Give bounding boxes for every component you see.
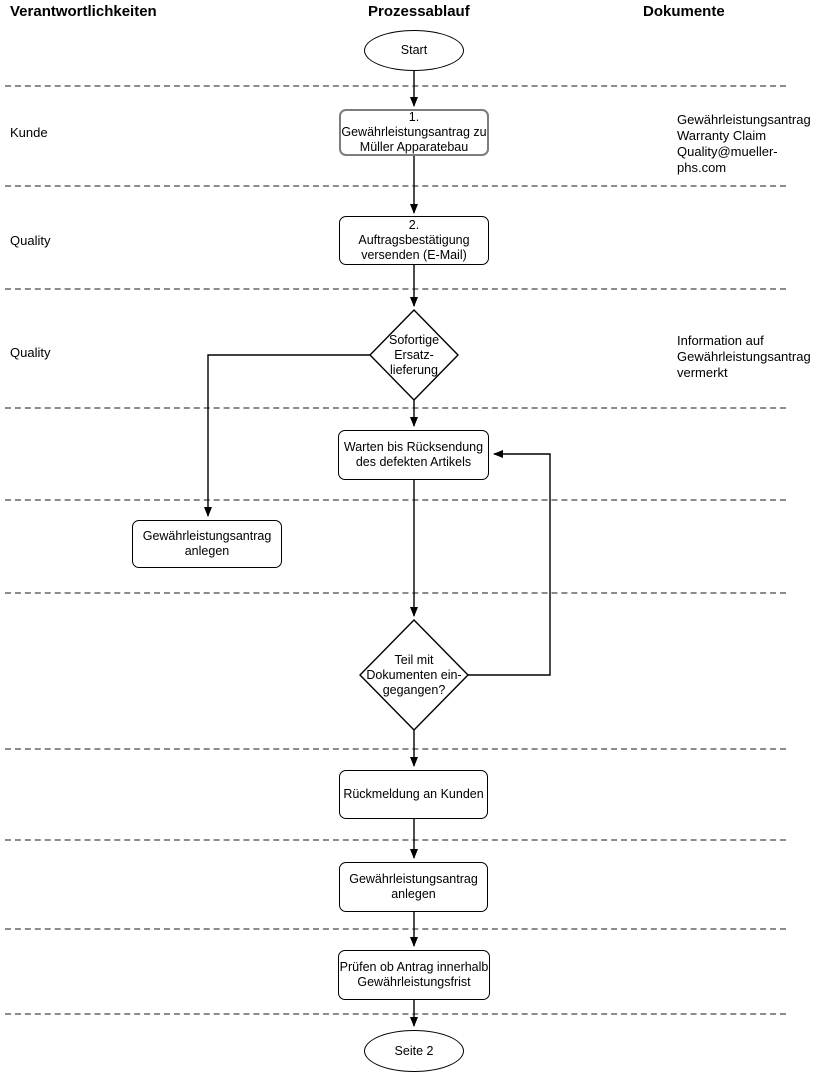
lane-separator <box>5 85 786 87</box>
process-check-period: Prüfen ob Antrag innerhalb Gewährleistun… <box>338 950 490 1000</box>
process-claim-create: Gewährleistungsantrag anlegen <box>339 862 488 912</box>
process-claim-branch: Gewährleistungsantrag anlegen <box>132 520 282 568</box>
lane-separator <box>5 407 786 409</box>
document-note-warranty-claim: Gewährleistungsantrag Warranty Claim Qua… <box>677 112 811 175</box>
column-header-documents: Dokumente <box>643 3 725 20</box>
process-wait-return: Warten bis Rücksendung des defekten Arti… <box>338 430 489 480</box>
column-header-process: Prozessablauf <box>368 3 470 20</box>
process-check-period-label: Prüfen ob Antrag innerhalb Gewährleistun… <box>339 960 489 989</box>
lane-separator <box>5 748 786 750</box>
process-step-1: 1. Gewährleistungsantrag zu Müller Appar… <box>339 109 489 156</box>
process-wait-return-label: Warten bis Rücksendung des defekten Arti… <box>343 440 484 469</box>
end-label: Seite 2 <box>394 1043 434 1058</box>
column-header-responsibilities: Verantwortlichkeiten <box>10 3 157 20</box>
lane-label-quality-1: Quality <box>10 233 51 248</box>
start-label: Start <box>400 43 428 57</box>
lane-separator <box>5 185 786 187</box>
lane-separator <box>5 499 786 501</box>
decision-diamond-part-received <box>359 619 469 731</box>
process-step-2: 2. Auftragsbestätigung versenden (E-Mail… <box>339 216 489 265</box>
decision2-label: Teil mit Dokumenten ein- gegangen? <box>366 653 462 697</box>
arrow-decision2-loop-to-wait <box>468 450 551 676</box>
decision1-label: Sofortige Ersatz- lieferung <box>388 333 440 377</box>
process-feedback-label: Rückmeldung an Kunden <box>343 787 484 801</box>
lane-separator <box>5 839 786 841</box>
lane-label-quality-2: Quality <box>10 345 51 360</box>
start-terminator: Start <box>364 30 464 71</box>
arrow-decision1-to-claim-branch <box>204 354 370 517</box>
lane-separator <box>5 928 786 930</box>
process-claim-branch-label: Gewährleistungsantrag anlegen <box>142 529 272 558</box>
lane-separator <box>5 288 786 290</box>
lane-label-kunde: Kunde <box>10 125 48 140</box>
process-step-1-label: 1. Gewährleistungsantrag zu Müller Appar… <box>341 110 487 154</box>
decision-diamond-immediate-replacement <box>369 308 459 402</box>
document-note-information: Information auf Gewährleistungsantrag ve… <box>677 333 811 380</box>
lane-separator <box>5 1013 786 1015</box>
lane-separator <box>5 592 786 594</box>
process-feedback: Rückmeldung an Kunden <box>339 770 488 819</box>
process-claim-create-label: Gewährleistungsantrag anlegen <box>349 872 478 901</box>
process-step-2-label: 2. Auftragsbestätigung versenden (E-Mail… <box>358 218 470 262</box>
end-terminator: Seite 2 <box>364 1030 464 1072</box>
